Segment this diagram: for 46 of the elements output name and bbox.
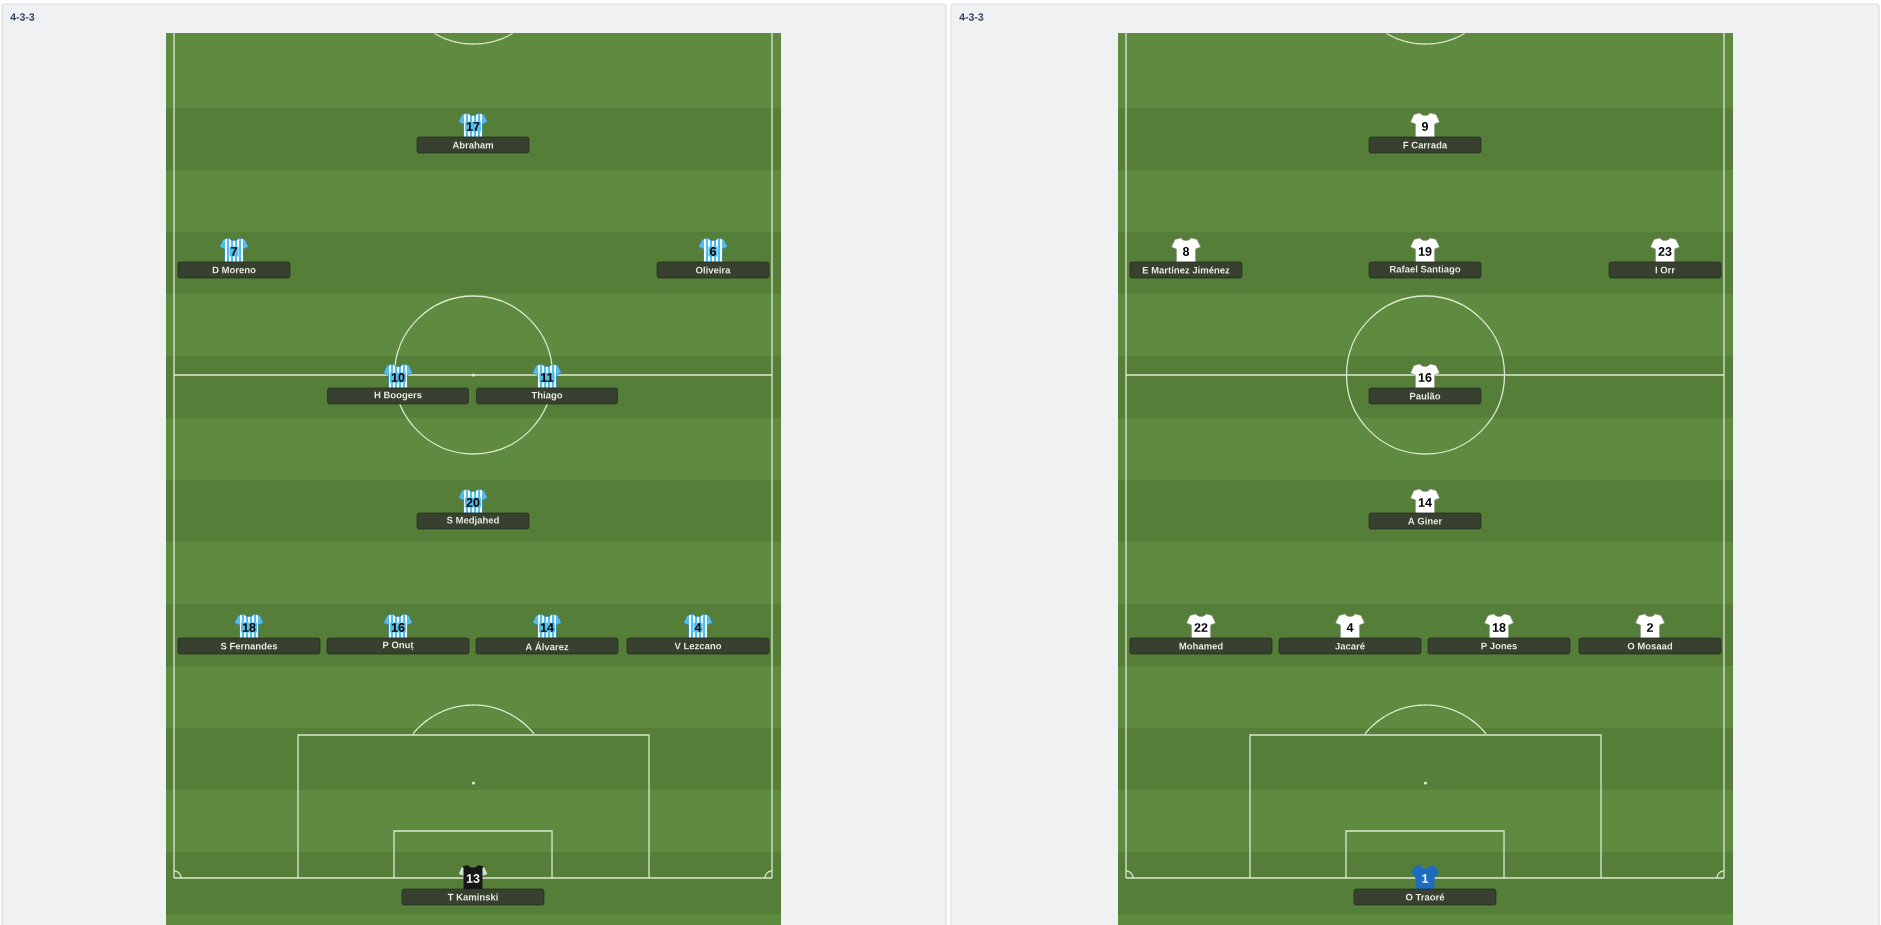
shirt-number: 4	[1346, 623, 1354, 632]
panel-title: 4-3-3	[10, 13, 35, 21]
name-plate: S Medjahed	[416, 512, 530, 530]
name-plate: H Boogers	[327, 387, 469, 405]
shirt-number: 17	[465, 121, 481, 132]
shirt-number: 8	[1182, 247, 1190, 256]
shirt-number: 9	[1422, 122, 1429, 131]
shirt-number: 16	[1418, 373, 1432, 382]
shirt-number: 23	[1658, 247, 1672, 256]
name-plate: V Lezcano	[626, 637, 770, 655]
name-plate: Thiago	[476, 387, 618, 405]
name-plate: O Traoré	[1353, 888, 1497, 906]
shirt-number: 11	[539, 372, 555, 383]
name-plate: Rafael Santiago	[1368, 261, 1482, 279]
shirt-number: 14	[1418, 498, 1432, 507]
name-plate: P Onuț	[326, 637, 470, 655]
shirt-number: 20	[465, 497, 481, 508]
shirt-number: 6	[708, 246, 718, 257]
shirt-number: 4	[693, 622, 703, 633]
name-plate: T Kaminski	[401, 888, 545, 906]
name-plate: A Giner	[1368, 512, 1482, 530]
name-plate: P Jones	[1427, 637, 1571, 655]
name-plate: Jacaré	[1278, 637, 1422, 655]
panel-title: 4-3-3	[959, 13, 984, 21]
shirt-number: 1	[1422, 874, 1429, 883]
name-plate: Abraham	[416, 136, 530, 154]
name-plate: Mohamed	[1129, 637, 1273, 655]
name-plate: S Fernandes	[177, 637, 321, 655]
shirt-number: 13	[466, 874, 480, 883]
name-plate: F Carrada	[1368, 136, 1482, 154]
name-plate: D Moreno	[177, 261, 291, 279]
shirt-number: 14	[539, 622, 555, 633]
shirt-number: 16	[390, 622, 406, 633]
name-plate: Oliveira	[656, 261, 770, 279]
name-plate: E Martínez Jiménez	[1129, 261, 1243, 279]
name-plate: I Orr	[1608, 261, 1722, 279]
shirt-number: 19	[1418, 247, 1432, 256]
shirt-number: 2	[1647, 623, 1653, 632]
name-plate: O Mosaad	[1578, 637, 1722, 655]
shirt-number: 10	[390, 372, 406, 383]
shirt-number: 18	[1492, 623, 1506, 632]
name-plate: A Álvarez	[475, 637, 619, 655]
shirt-number: 7	[229, 246, 239, 257]
name-plate: Paulão	[1368, 387, 1482, 405]
shirt-number: 22	[1194, 623, 1208, 632]
shirt-number: 18	[241, 622, 257, 633]
